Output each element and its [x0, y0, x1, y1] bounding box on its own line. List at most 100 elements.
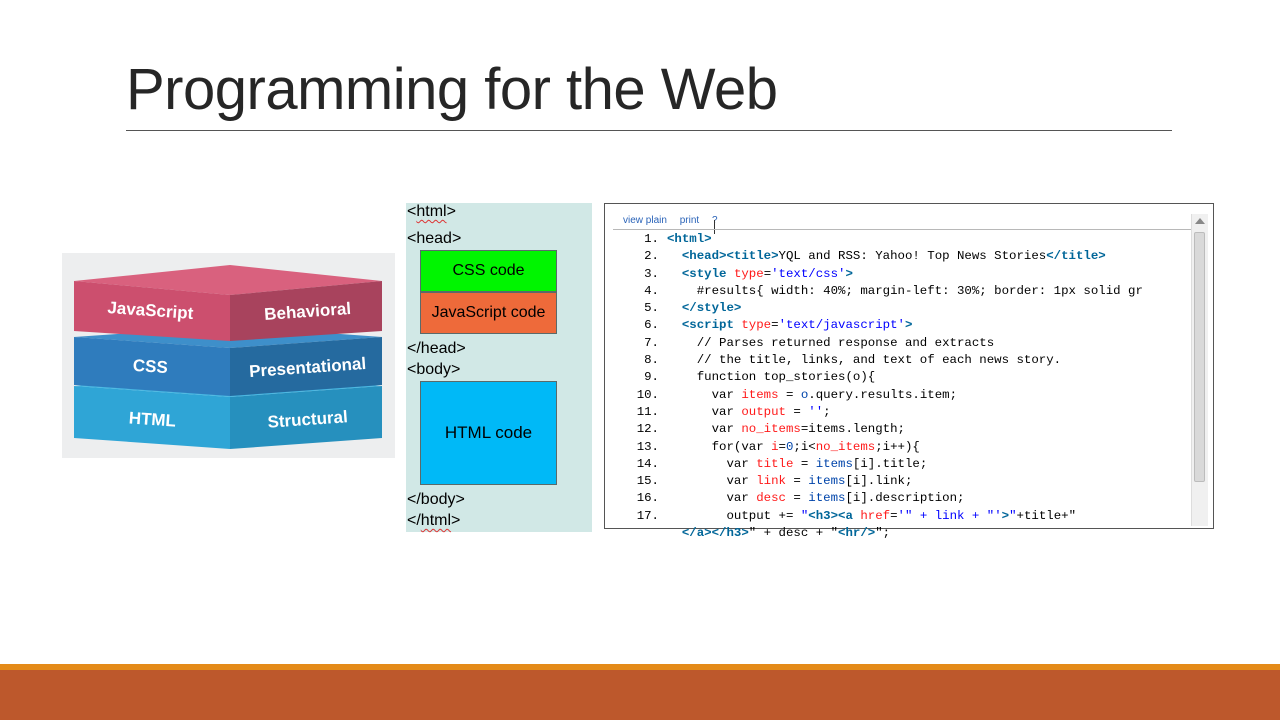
code-token: =	[890, 508, 898, 523]
code-token: [i].title;	[852, 456, 928, 471]
code-token	[667, 249, 682, 263]
html-layer: HTML Structural	[74, 375, 382, 449]
code-token: desc	[756, 491, 786, 506]
line-number: 9.	[644, 370, 659, 385]
html-layer-side	[230, 386, 382, 449]
code-token: =	[793, 456, 816, 471]
javascript-layer: JavaScript Behavioral	[74, 265, 382, 341]
line-number: 10.	[636, 387, 659, 402]
code-token: "	[1009, 508, 1017, 523]
line-number: 13.	[636, 439, 659, 454]
code-line: 16. var desc = items[i].description;	[611, 490, 1143, 507]
code-toolbar: view plain print ?	[623, 215, 728, 226]
code-token: var	[667, 422, 742, 437]
css-layer-side	[230, 337, 382, 396]
code-token: link	[756, 474, 786, 489]
code-token: items	[808, 491, 846, 506]
code-token: items	[808, 474, 846, 489]
code-line: 15. var link = items[i].link;	[611, 473, 1143, 490]
javascript-layer-side	[230, 281, 382, 341]
code-token: >	[904, 318, 913, 333]
line-number: 4.	[644, 283, 659, 298]
head-open-tag: <head>	[407, 230, 462, 247]
code-token	[667, 301, 682, 315]
code-token: [i].description;	[845, 491, 965, 506]
line-number: 5.	[644, 301, 659, 316]
code-token: no_items	[815, 439, 876, 454]
code-token: ;	[823, 404, 831, 419]
code-token: #results{ width: 40%; margin-left: 30%; …	[667, 283, 1143, 298]
code-line: 13. for(var i=0;i<no_items;i++){	[611, 439, 1143, 456]
line-number: 6.	[644, 318, 659, 333]
html-open-tag-word: html	[416, 203, 447, 220]
code-token: =items.length;	[800, 422, 905, 437]
line-number: 3.	[644, 266, 659, 281]
code-token: for(var	[667, 439, 772, 454]
title-rule	[126, 130, 1172, 131]
code-token: " + desc + "	[748, 526, 839, 541]
code-token: =	[778, 439, 786, 454]
code-token: i	[771, 439, 779, 454]
line-number: 11.	[636, 404, 659, 419]
code-token: [i].link;	[845, 474, 913, 489]
code-token: <style	[681, 266, 734, 281]
code-token: =	[785, 491, 809, 506]
code-token: +title+"	[1016, 508, 1077, 523]
line-number: 12.	[636, 422, 659, 437]
code-token: no_items	[741, 422, 801, 437]
code-token: '" + link + "'	[897, 508, 1002, 523]
code-token: var	[667, 387, 742, 402]
css-layer-front	[74, 337, 230, 396]
code-token: >	[845, 266, 853, 281]
code-token: =	[771, 318, 779, 333]
code-token: items	[741, 387, 779, 402]
code-line: 11. var output = '';	[611, 404, 1143, 421]
code-token: .query.results.item;	[808, 387, 958, 402]
code-token	[667, 267, 682, 281]
html-layer-name: HTML	[128, 408, 176, 430]
line-number: 8.	[644, 353, 659, 368]
code-token: <hr/>	[838, 526, 876, 541]
code-token: 'text/css'	[771, 266, 846, 281]
code-token: var	[667, 456, 757, 471]
css-code-box: CSS code	[420, 250, 557, 292]
code-token: </style>	[681, 301, 742, 316]
view-plain-link[interactable]: view plain	[623, 215, 667, 226]
code-token: =	[785, 404, 809, 419]
code-viewer: view plain print ? 1.<html>2. <head><tit…	[604, 203, 1214, 540]
code-line: 10. var items = o.query.results.item;	[611, 387, 1143, 404]
scrollbar-thumb[interactable]	[1194, 232, 1205, 482]
code-line: 17. output += "<h3><a href='" + link + "…	[611, 508, 1143, 525]
code-token: ";	[875, 526, 891, 541]
body-open-tag: <body>	[407, 361, 461, 378]
html-layer-front	[74, 386, 230, 449]
code-token: </title>	[1046, 249, 1106, 264]
code-token: 'text/javascript'	[778, 318, 905, 333]
code-lines: 1.<html>2. <head><title>YQL and RSS: Yah…	[611, 231, 1143, 542]
footer-band	[0, 670, 1280, 720]
code-token: output	[741, 404, 786, 419]
scroll-up-icon[interactable]	[1195, 218, 1205, 224]
html-open-tag: <html>	[407, 203, 456, 220]
code-token: =	[778, 387, 801, 402]
code-line: 3. <style type='text/css'>	[611, 266, 1143, 283]
code-token: =	[785, 474, 809, 489]
code-token: <h3><a	[808, 508, 861, 523]
code-token: var	[667, 474, 757, 489]
line-number: 7.	[644, 335, 659, 350]
code-token: // Parses returned response and extracts	[667, 335, 995, 350]
code-line: 5. </style>	[611, 300, 1143, 317]
print-link[interactable]: print	[679, 215, 700, 226]
code-line: 1.<html>	[611, 231, 1143, 248]
code-token: <script	[681, 318, 742, 333]
code-line: 2. <head><title>YQL and RSS: Yahoo! Top …	[611, 248, 1143, 265]
vertical-scrollbar[interactable]	[1191, 214, 1208, 526]
code-token: output +=	[667, 508, 801, 523]
code-token: title	[756, 456, 794, 471]
line-number: 15.	[636, 474, 659, 489]
code-token: </a></h3>	[681, 526, 749, 541]
javascript-layer-front	[74, 281, 230, 341]
code-token: YQL and RSS: Yahoo! Top News Stories	[778, 249, 1047, 264]
toolbar-separator	[613, 229, 1191, 230]
line-number: 16.	[636, 491, 659, 506]
